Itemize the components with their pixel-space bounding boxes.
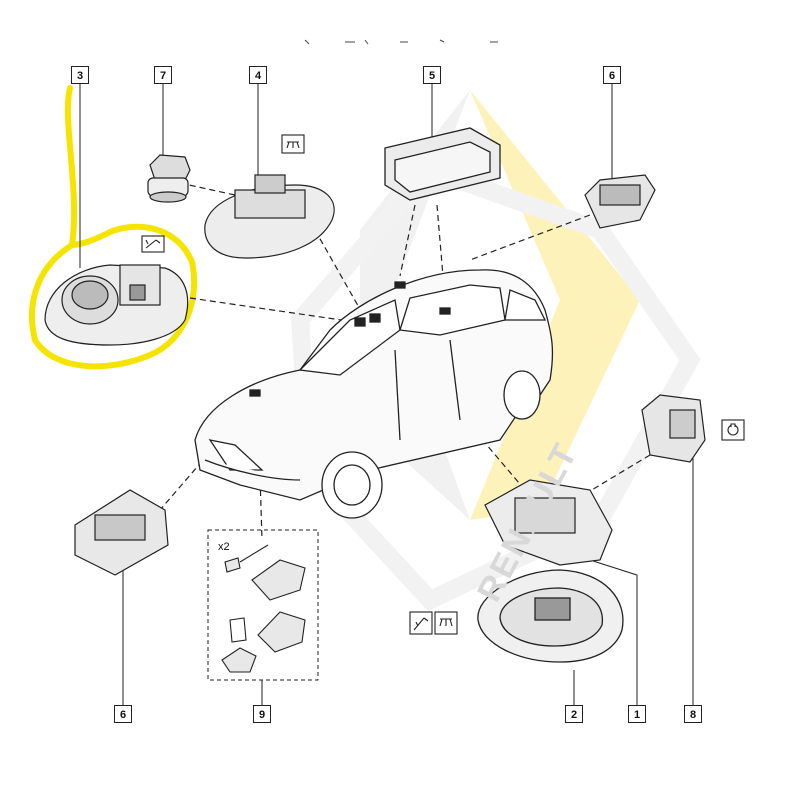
callout-7: 7 (154, 66, 172, 84)
leader-lines (79, 82, 694, 705)
reading-lamp-icon (141, 235, 165, 253)
part-6-switch-bottom (74, 489, 169, 576)
callout-8: 8 (684, 705, 702, 723)
callout-2: 2 (565, 705, 583, 723)
part-7-bulb (147, 154, 191, 203)
part-1-housing (484, 479, 613, 566)
callout-5: 5 (423, 66, 441, 84)
highlight-circle (28, 85, 198, 370)
kit-box-9 (207, 529, 319, 681)
part-5-roof-lamp (384, 127, 501, 201)
header-marks (304, 39, 498, 45)
dome-light-icon (281, 134, 305, 154)
callout-6-bottom: 6 (114, 705, 132, 723)
callout-1: 1 (628, 705, 646, 723)
part-4-dome-lamp (204, 174, 335, 259)
part-8-connector (641, 394, 706, 463)
car-illustration (194, 269, 554, 519)
part-3-map-light (44, 264, 189, 346)
part-6-switch-top (584, 174, 656, 229)
lock-icon (721, 419, 745, 441)
callout-6-top: 6 (603, 66, 621, 84)
callout-4: 4 (249, 66, 267, 84)
callout-9: 9 (253, 705, 271, 723)
callout-3: 3 (71, 66, 89, 84)
part-2-lens (477, 569, 624, 663)
quantity-label: x2 (218, 541, 230, 553)
lamp-icons-pair (409, 611, 458, 635)
